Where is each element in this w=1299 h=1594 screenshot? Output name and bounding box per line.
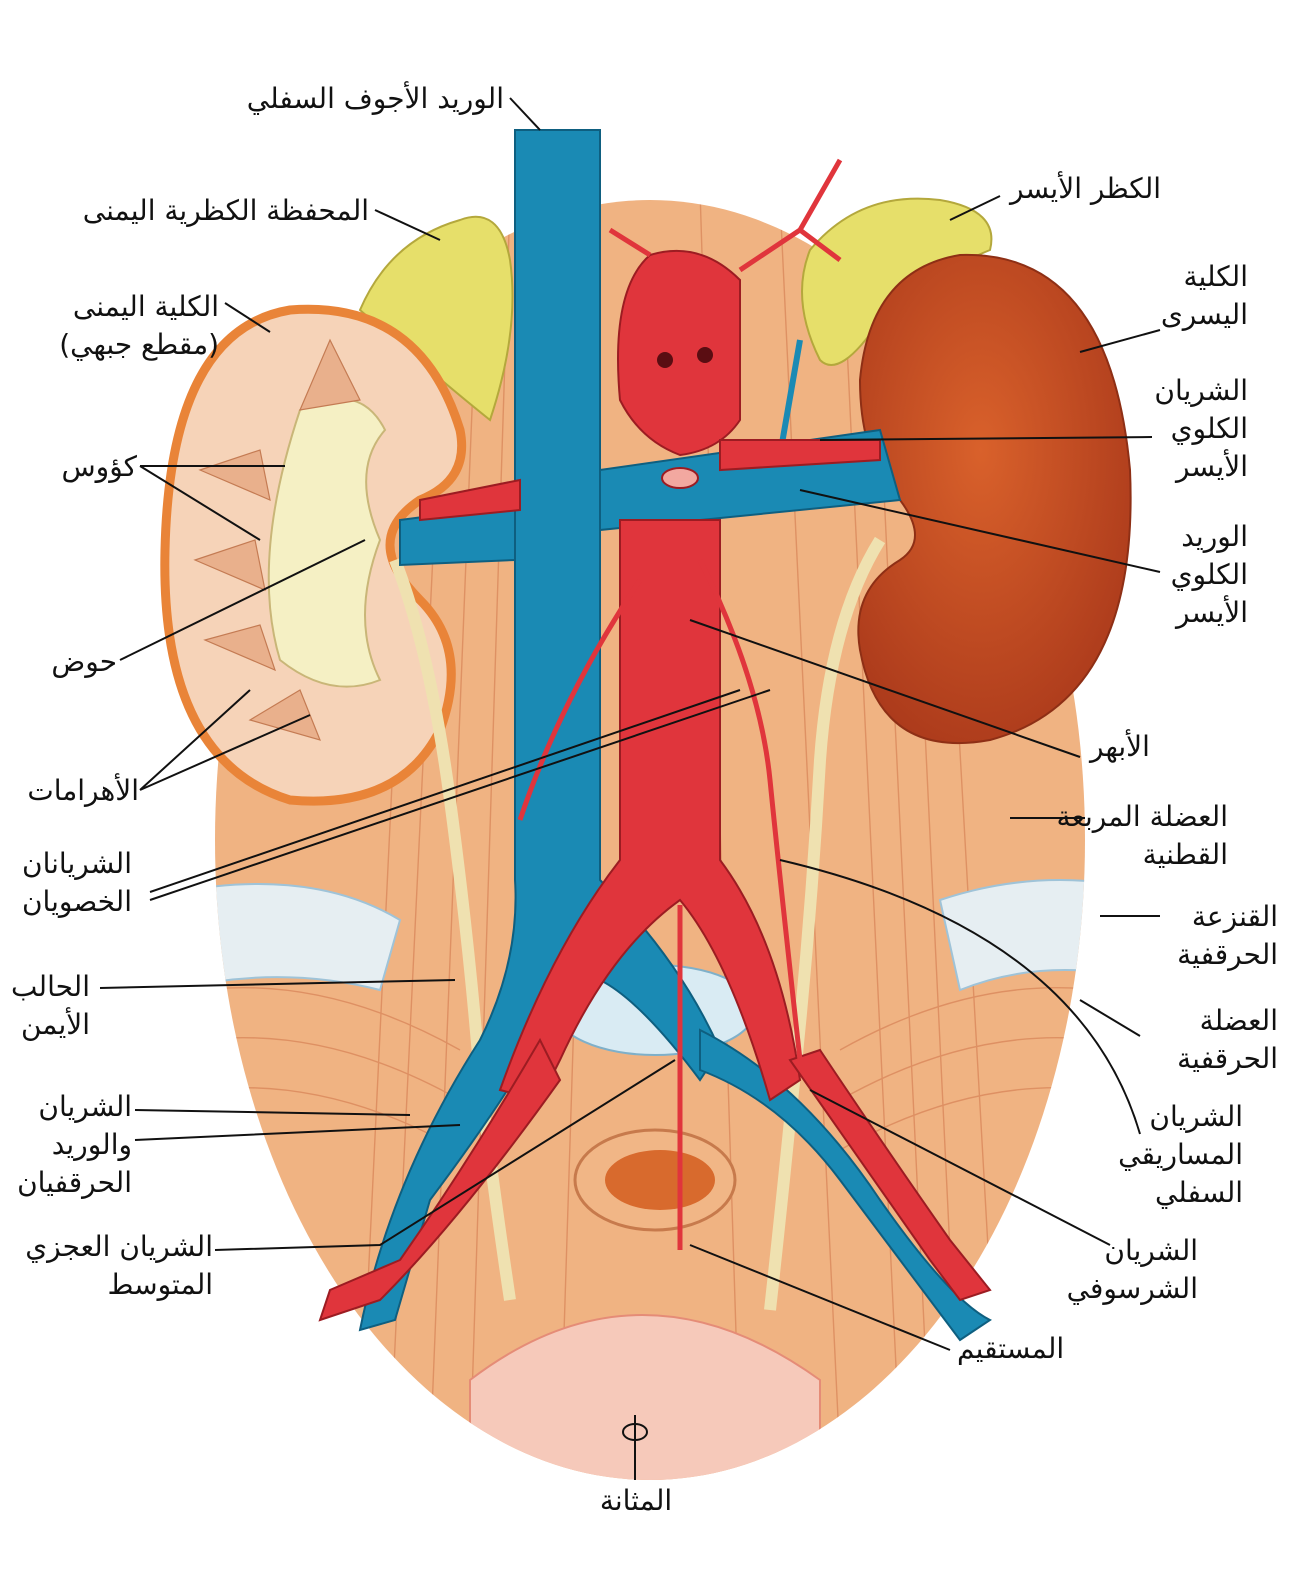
label-iliac-crest: القنزعة الحرقفية <box>1177 898 1278 974</box>
label-line: الحرقفية <box>1177 938 1278 971</box>
label-inferior-vena-cava: الوريد الأجوف السفلي <box>246 82 504 115</box>
label-line: الكلية <box>1183 260 1248 293</box>
label-line: الخصويان <box>21 885 132 918</box>
label-line: الأيمن <box>20 1008 90 1041</box>
label-calyces: كؤوس <box>61 450 138 483</box>
label-left-renal-artery: الشريان الكلوي الأيسر <box>1154 372 1248 486</box>
label-testicular-arteries: الشريانان الخصويان <box>22 845 132 921</box>
label-line: اليسرى <box>1160 298 1248 331</box>
label-left-kidney: الكلية اليسرى <box>1161 258 1248 334</box>
label-line: المتوسط <box>107 1268 213 1301</box>
label-line: العضلة المربعة <box>1056 800 1228 833</box>
label-line: الحرقفيان <box>17 1166 132 1199</box>
label-line: الحالب <box>11 970 90 1003</box>
label-line: الأيسر <box>1176 596 1248 629</box>
label-iliacus: العضلة الحرقفية <box>1177 1002 1278 1078</box>
label-left-adrenal: الكظر الأيسر <box>1010 172 1162 205</box>
label-line: الحرقفية <box>1177 1042 1278 1075</box>
bladder-orifice <box>622 1423 648 1441</box>
right-adrenal <box>358 215 514 422</box>
label-line: الشريان <box>1149 1100 1243 1133</box>
label-line: والوريد <box>51 1128 132 1161</box>
label-quadratus-lumborum: العضلة المربعة القطنية <box>1056 798 1228 874</box>
label-bladder: المثانة <box>599 1484 673 1517</box>
left-kidney <box>857 253 1132 745</box>
label-line: الأيسر <box>1176 450 1248 483</box>
label-aorta: الأبهر <box>1090 730 1150 763</box>
right-kidney-section <box>160 304 467 806</box>
label-line: السفلي <box>1154 1176 1243 1209</box>
label-left-renal-vein: الوريد الكلوي الأيسر <box>1171 518 1248 632</box>
label-iliac-artery-vein: الشريان والوريد الحرقفيان <box>17 1088 132 1202</box>
arterial-system <box>318 249 992 1322</box>
label-line: الشريان <box>1154 374 1248 407</box>
left-ureter <box>764 536 886 1311</box>
label-line: الشريان <box>38 1090 132 1123</box>
label-right-adrenal: المحفظة الكظرية اليمنى <box>82 194 369 227</box>
label-line: القنزعة <box>1191 900 1278 933</box>
label-line: الكلوي <box>1170 558 1248 591</box>
label-line: الكلية اليمنى <box>72 290 219 323</box>
left-gonadal-vein <box>777 339 803 456</box>
label-rectum: المستقيم <box>957 1332 1065 1365</box>
label-right-ureter: الحالب الأيمن <box>11 968 90 1044</box>
label-line: الشريانان <box>22 847 132 880</box>
label-line: (مقطع جبهي) <box>59 328 219 361</box>
aorta-openings <box>657 347 713 489</box>
label-inferior-mesenteric: الشريان المساريقي السفلي <box>1118 1098 1243 1212</box>
label-line: الشريان العجزي <box>25 1230 213 1263</box>
label-line: الوريد <box>1181 520 1248 553</box>
label-right-kidney: الكلية اليمنى (مقطع جبهي) <box>59 288 219 364</box>
label-line: العضلة <box>1199 1004 1278 1037</box>
leader-lines <box>99 97 1161 1480</box>
label-median-sacral: الشريان العجزي المتوسط <box>25 1228 213 1304</box>
label-line: الشريان <box>1104 1234 1198 1267</box>
label-line: المساريقي <box>1118 1138 1243 1171</box>
bladder <box>469 1314 821 1480</box>
label-line: الكلوي <box>1170 412 1248 445</box>
label-sigmoid-artery: الشريان الشرسوفي <box>1067 1232 1198 1308</box>
label-line: الشرسوفي <box>1066 1272 1198 1305</box>
label-pyramids: الأهرامات <box>27 774 139 807</box>
right-ureter <box>389 557 516 1301</box>
label-pelvis: حوض <box>51 645 117 678</box>
label-line: القطنية <box>1142 838 1228 871</box>
